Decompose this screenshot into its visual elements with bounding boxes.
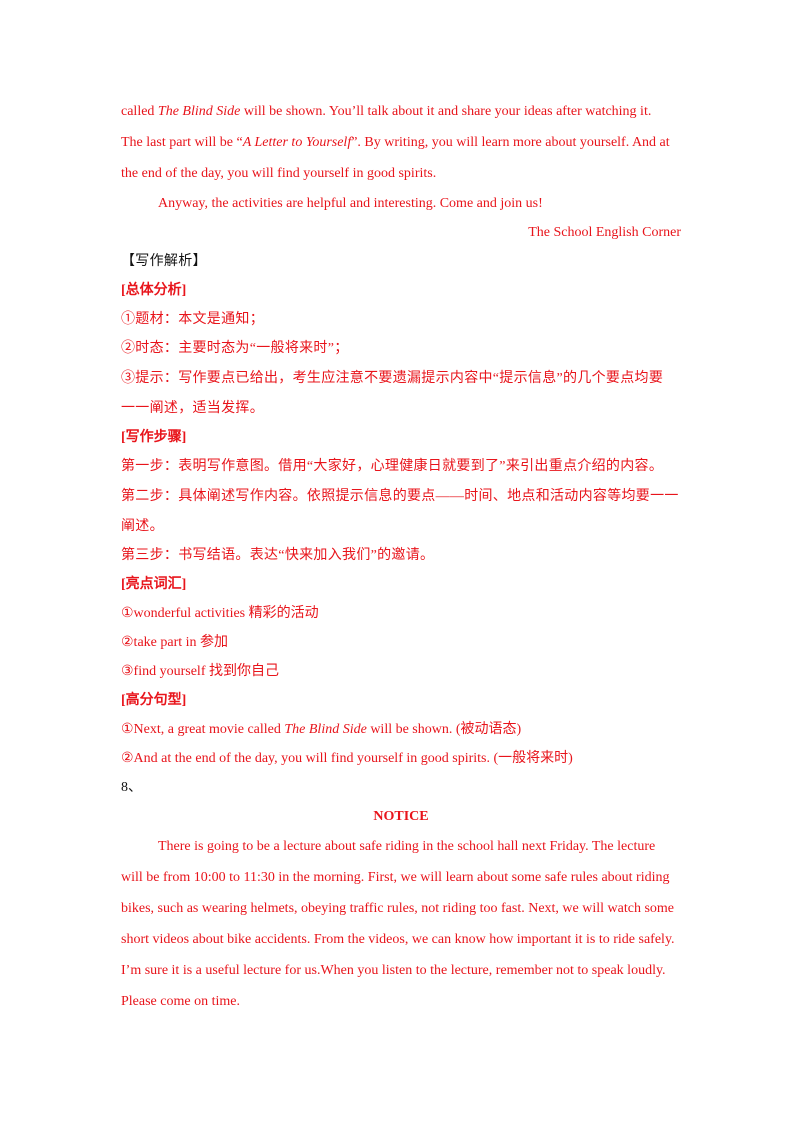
text-run: ①Next, a great movie called <box>121 722 285 737</box>
vocabulary-item: ③find yourself 找到你自己 <box>121 664 279 679</box>
analysis-title: 【写作解析】 <box>121 254 207 269</box>
letter-title: A Letter to Yourself <box>242 135 352 150</box>
writing-step: 第三步：书写结语。表达“快来加入我们”的邀请。 <box>121 548 435 563</box>
movie-title: The Blind Side <box>157 104 241 119</box>
overall-analysis-heading: [总体分析] <box>121 283 187 298</box>
vocabulary-heading: [亮点词汇] <box>121 577 187 592</box>
text-run: will be shown. (被动语态) <box>366 722 522 737</box>
text-run: The last part will be “ <box>121 135 243 150</box>
paragraph-line: Anyway, the activities are helpful and i… <box>158 196 543 211</box>
sentence-pattern: ①Next, a great movie called The Blind Si… <box>121 715 681 744</box>
paragraph-line: the end of the day, you will find yourse… <box>121 166 437 181</box>
notice-line: There is going to be a lecture about saf… <box>158 839 656 854</box>
vocabulary-item: ①wonderful activities 精彩的活动 <box>121 606 319 621</box>
analysis-item: ③提示：写作要点已给出，考生应注意不要遗漏提示内容中“提示信息”的几个要点均要 <box>121 371 664 386</box>
signature: The School English Corner <box>528 225 681 240</box>
writing-step: 第二步：具体阐述写作内容。依照提示信息的要点——时间、地点和活动内容等均要一一 <box>121 489 679 504</box>
writing-step: 阐述。 <box>121 519 164 534</box>
sentence-patterns-heading: [高分句型] <box>121 693 187 708</box>
notice-line: I’m sure it is a useful lecture for us.W… <box>121 963 666 978</box>
sentence-pattern: ②And at the end of the day, you will fin… <box>121 751 573 766</box>
question-number: 8、 <box>121 780 142 795</box>
notice-line: bikes, such as wearing helmets, obeying … <box>121 901 674 916</box>
analysis-item: 一一阐述，适当发挥。 <box>121 401 264 416</box>
notice-title: NOTICE <box>373 809 429 824</box>
text-run: will be shown. You’ll talk about it and … <box>240 104 652 119</box>
writing-steps-heading: [写作步骤] <box>121 430 187 445</box>
text-run: ”. By writing, you will learn more about… <box>351 135 670 150</box>
notice-line: Please come on time. <box>121 994 240 1009</box>
page-content: called The Blind Side will be shown. You… <box>121 96 681 1017</box>
notice-line: short videos about bike accidents. From … <box>121 932 675 947</box>
analysis-item: ①题材：本文是通知； <box>121 312 264 327</box>
analysis-item: ②时态：主要时态为“一般将来时”； <box>121 341 349 356</box>
notice-line: will be from 10:00 to 11:30 in the morni… <box>121 870 670 885</box>
paragraph-line: called The Blind Side will be shown. You… <box>121 96 681 127</box>
movie-title: The Blind Side <box>284 722 367 737</box>
paragraph-line: The last part will be “A Letter to Yours… <box>121 127 681 158</box>
writing-step: 第一步：表明写作意图。借用“大家好，心理健康日就要到了”来引出重点介绍的内容。 <box>121 459 664 474</box>
vocabulary-item: ②take part in 参加 <box>121 635 229 650</box>
text-run: called <box>121 104 158 119</box>
